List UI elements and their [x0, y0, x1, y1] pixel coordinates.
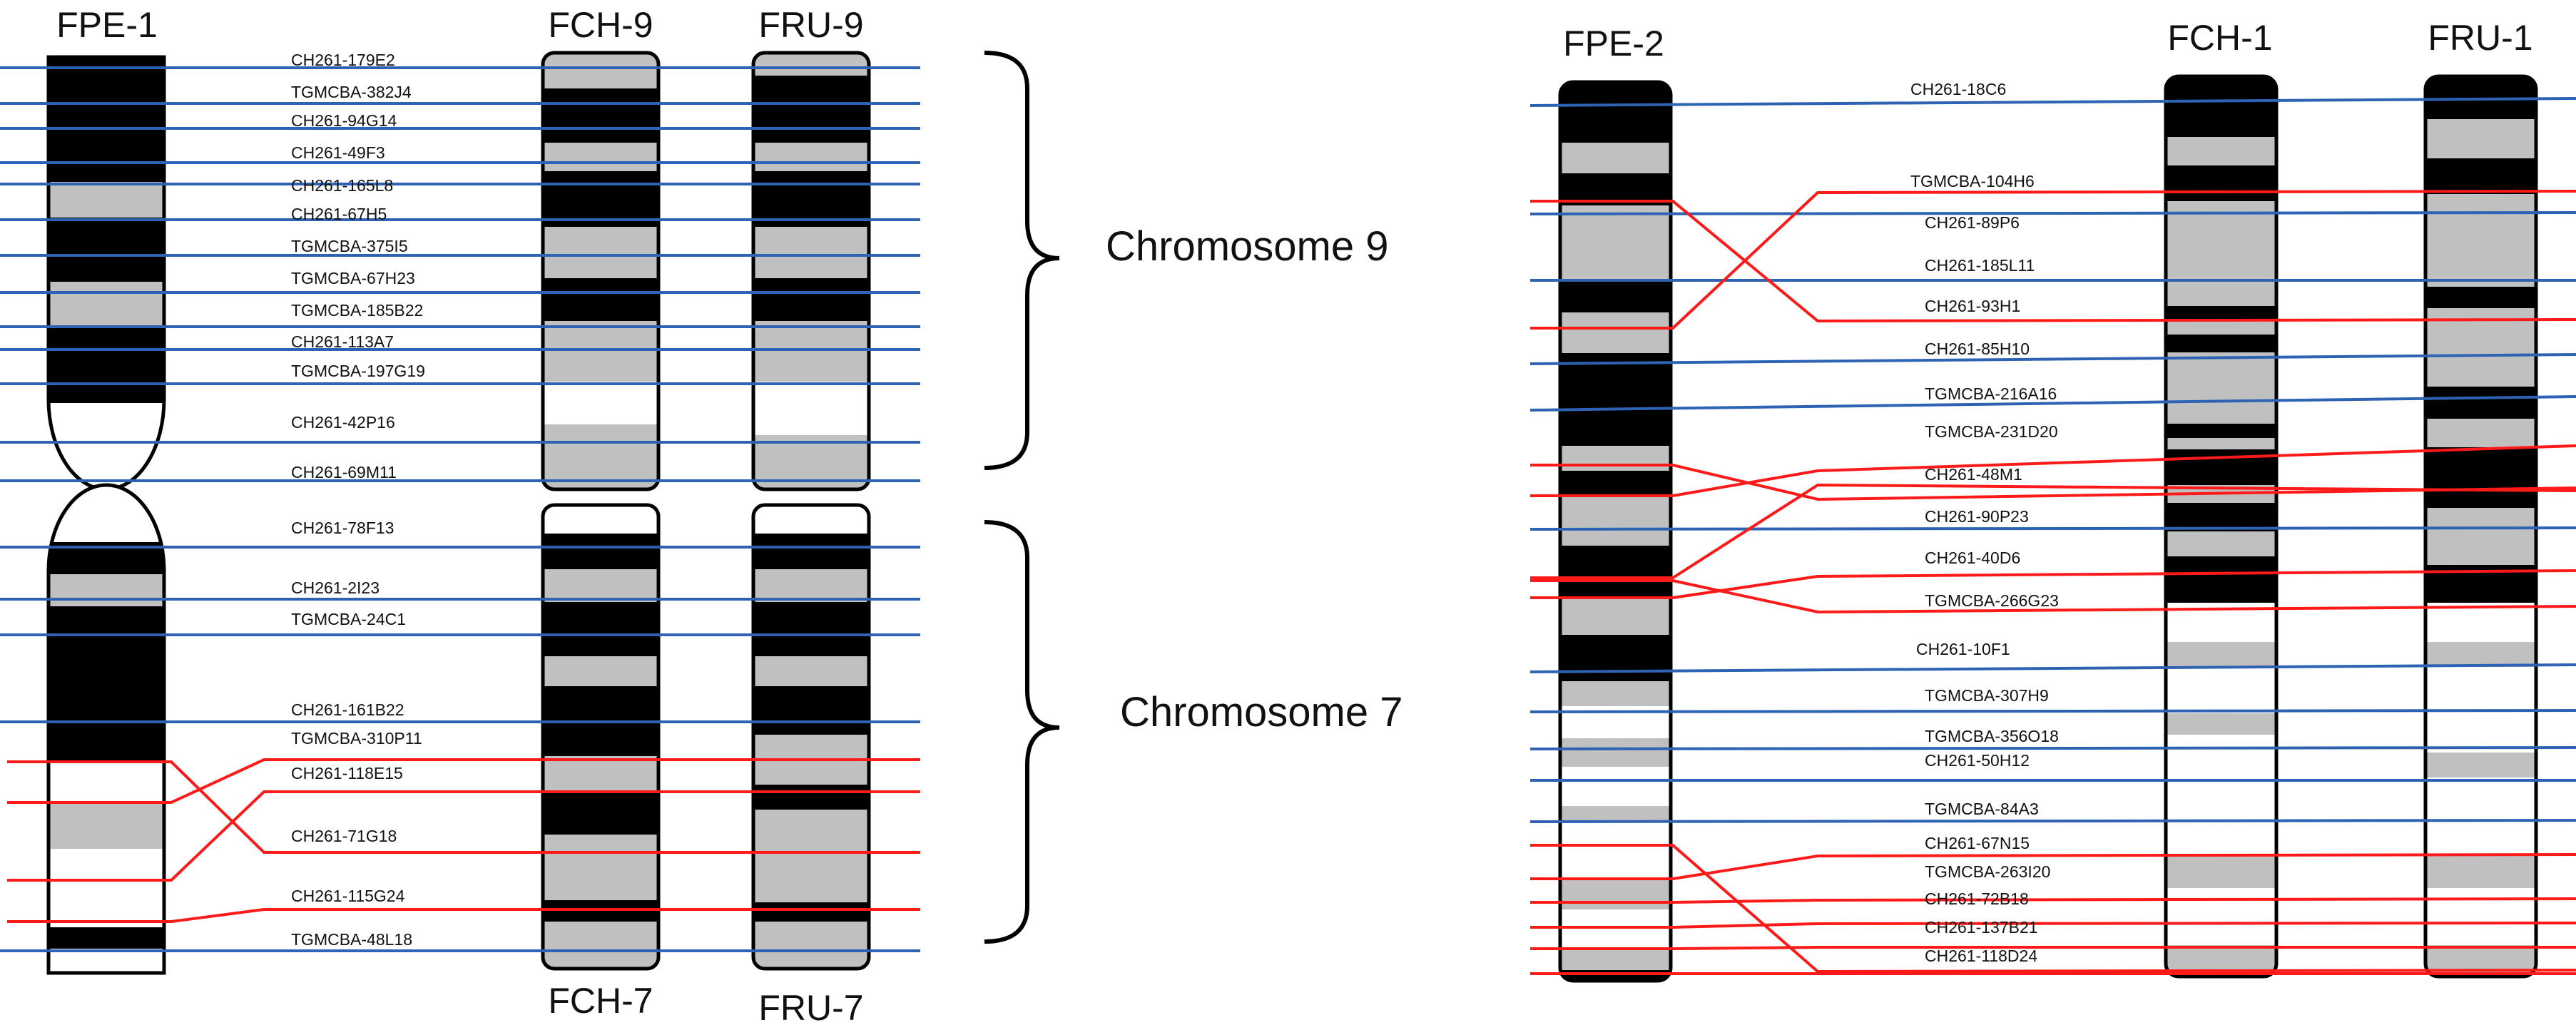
- fch7-chromosome: [541, 503, 661, 971]
- right-red-probe-lines: [1530, 190, 2576, 975]
- probe-label: CH261-78F13: [291, 519, 394, 537]
- probe-label: TGMCBA-231D20: [1925, 422, 2058, 441]
- probe-label: TGMCBA-266G23: [1925, 591, 2059, 610]
- fru7-title: FRU-7: [758, 988, 863, 1028]
- probe-label: CH261-93H1: [1925, 297, 2020, 315]
- probe-label: TGMCBA-67H23: [291, 269, 415, 287]
- fru7-chromosome: [751, 503, 871, 971]
- probe-label: CH261-49F3: [291, 143, 385, 162]
- probe-label: TGMCBA-263I20: [1925, 862, 2050, 881]
- probe-label: TGMCBA-197G19: [291, 362, 425, 380]
- probe-label: CH261-18C6: [1910, 80, 2006, 98]
- left-red-probe-lines: [7, 758, 920, 923]
- probe-label: TGMCBA-24C1: [291, 610, 406, 628]
- probe-label: CH261-118D24: [1925, 947, 2037, 965]
- probe-label: CH261-10F1: [1916, 640, 2010, 658]
- chromosome9-brace: [984, 51, 1060, 470]
- fpe2-chromosome: [1558, 80, 1673, 983]
- chromosome7-probe-labels: CH261-78F13 CH261-2I23 TGMCBA-24C1 CH261…: [291, 519, 422, 949]
- probe-label: CH261-67H5: [291, 205, 387, 223]
- probe-label: CH261-165L8: [291, 176, 393, 195]
- probe-label: TGMCBA-48L18: [291, 930, 412, 949]
- probe-label: CH261-42P16: [291, 413, 395, 432]
- chromosome9-label: Chromosome 9: [1106, 223, 1388, 270]
- chromosome7-label: Chromosome 7: [1120, 689, 1402, 735]
- probe-label: CH261-48M1: [1925, 465, 2022, 484]
- fch7-title: FCH-7: [548, 981, 653, 1021]
- probe-label: CH261-137B21: [1925, 918, 2038, 937]
- probe-label: CH261-113A7: [291, 332, 394, 351]
- probe-label: CH261-118E15: [291, 764, 403, 782]
- probe-label: CH261-85H10: [1925, 340, 2030, 358]
- probe-label: CH261-50H12: [1925, 751, 2030, 770]
- fpe2-title: FPE-2: [1563, 24, 1664, 63]
- probe-label: CH261-90P23: [1925, 507, 2029, 526]
- probe-label: CH261-40D6: [1925, 549, 2020, 567]
- right-blue-probe-lines: [1529, 97, 2576, 823]
- probe-label: TGMCBA-185B22: [291, 301, 423, 320]
- probe-label: TGMCBA-310P11: [291, 729, 422, 748]
- probe-label: CH261-69M11: [291, 463, 397, 481]
- probe-label: CH261-179E2: [291, 51, 395, 69]
- probe-label: CH261-161B22: [291, 700, 404, 719]
- probe-label: TGMCBA-84A3: [1925, 800, 2039, 818]
- probe-label: TGMCBA-356O18: [1925, 727, 2059, 745]
- probe-label: CH261-72B18: [1925, 889, 2029, 908]
- probe-label: CH261-115G24: [291, 887, 405, 905]
- probe-label: TGMCBA-216A16: [1925, 384, 2057, 403]
- probe-label: CH261-67N15: [1925, 834, 2030, 852]
- probe-label: CH261-2I23: [291, 578, 380, 597]
- fru9-title: FRU-9: [758, 5, 863, 45]
- probe-label: TGMCBA-375I5: [291, 237, 408, 255]
- probe-label: CH261-185L11: [1925, 256, 2035, 275]
- fru9-chromosome: [751, 51, 871, 491]
- fpe1-chromosome7: [46, 483, 166, 975]
- chromosome7-brace: [984, 520, 1060, 944]
- fch9-chromosome: [541, 51, 661, 491]
- probe-label: CH261-89P6: [1925, 213, 2020, 232]
- fru1-chromosome: [2423, 74, 2538, 979]
- left-blue-probe-lines: [0, 66, 920, 952]
- chromosome9-probe-labels: CH261-179E2 TGMCBA-382J4 CH261-94G14 CH2…: [291, 51, 425, 481]
- probe-label: TGMCBA-104H6: [1910, 172, 2035, 190]
- right-probe-labels: CH261-18C6 TGMCBA-104H6 CH261-89P6 CH261…: [1910, 80, 2059, 965]
- fpe1-chromosome9: [46, 55, 166, 491]
- fru1-title: FRU-1: [2428, 18, 2532, 58]
- fch9-title: FCH-9: [548, 5, 653, 45]
- fch1-title: FCH-1: [2167, 18, 2272, 58]
- probe-label: TGMCBA-307H9: [1925, 686, 2049, 705]
- probe-label: CH261-94G14: [291, 111, 397, 130]
- probe-label: TGMCBA-382J4: [291, 83, 412, 101]
- probe-label: CH261-71G18: [291, 827, 397, 845]
- fpe1-title: FPE-1: [56, 5, 158, 45]
